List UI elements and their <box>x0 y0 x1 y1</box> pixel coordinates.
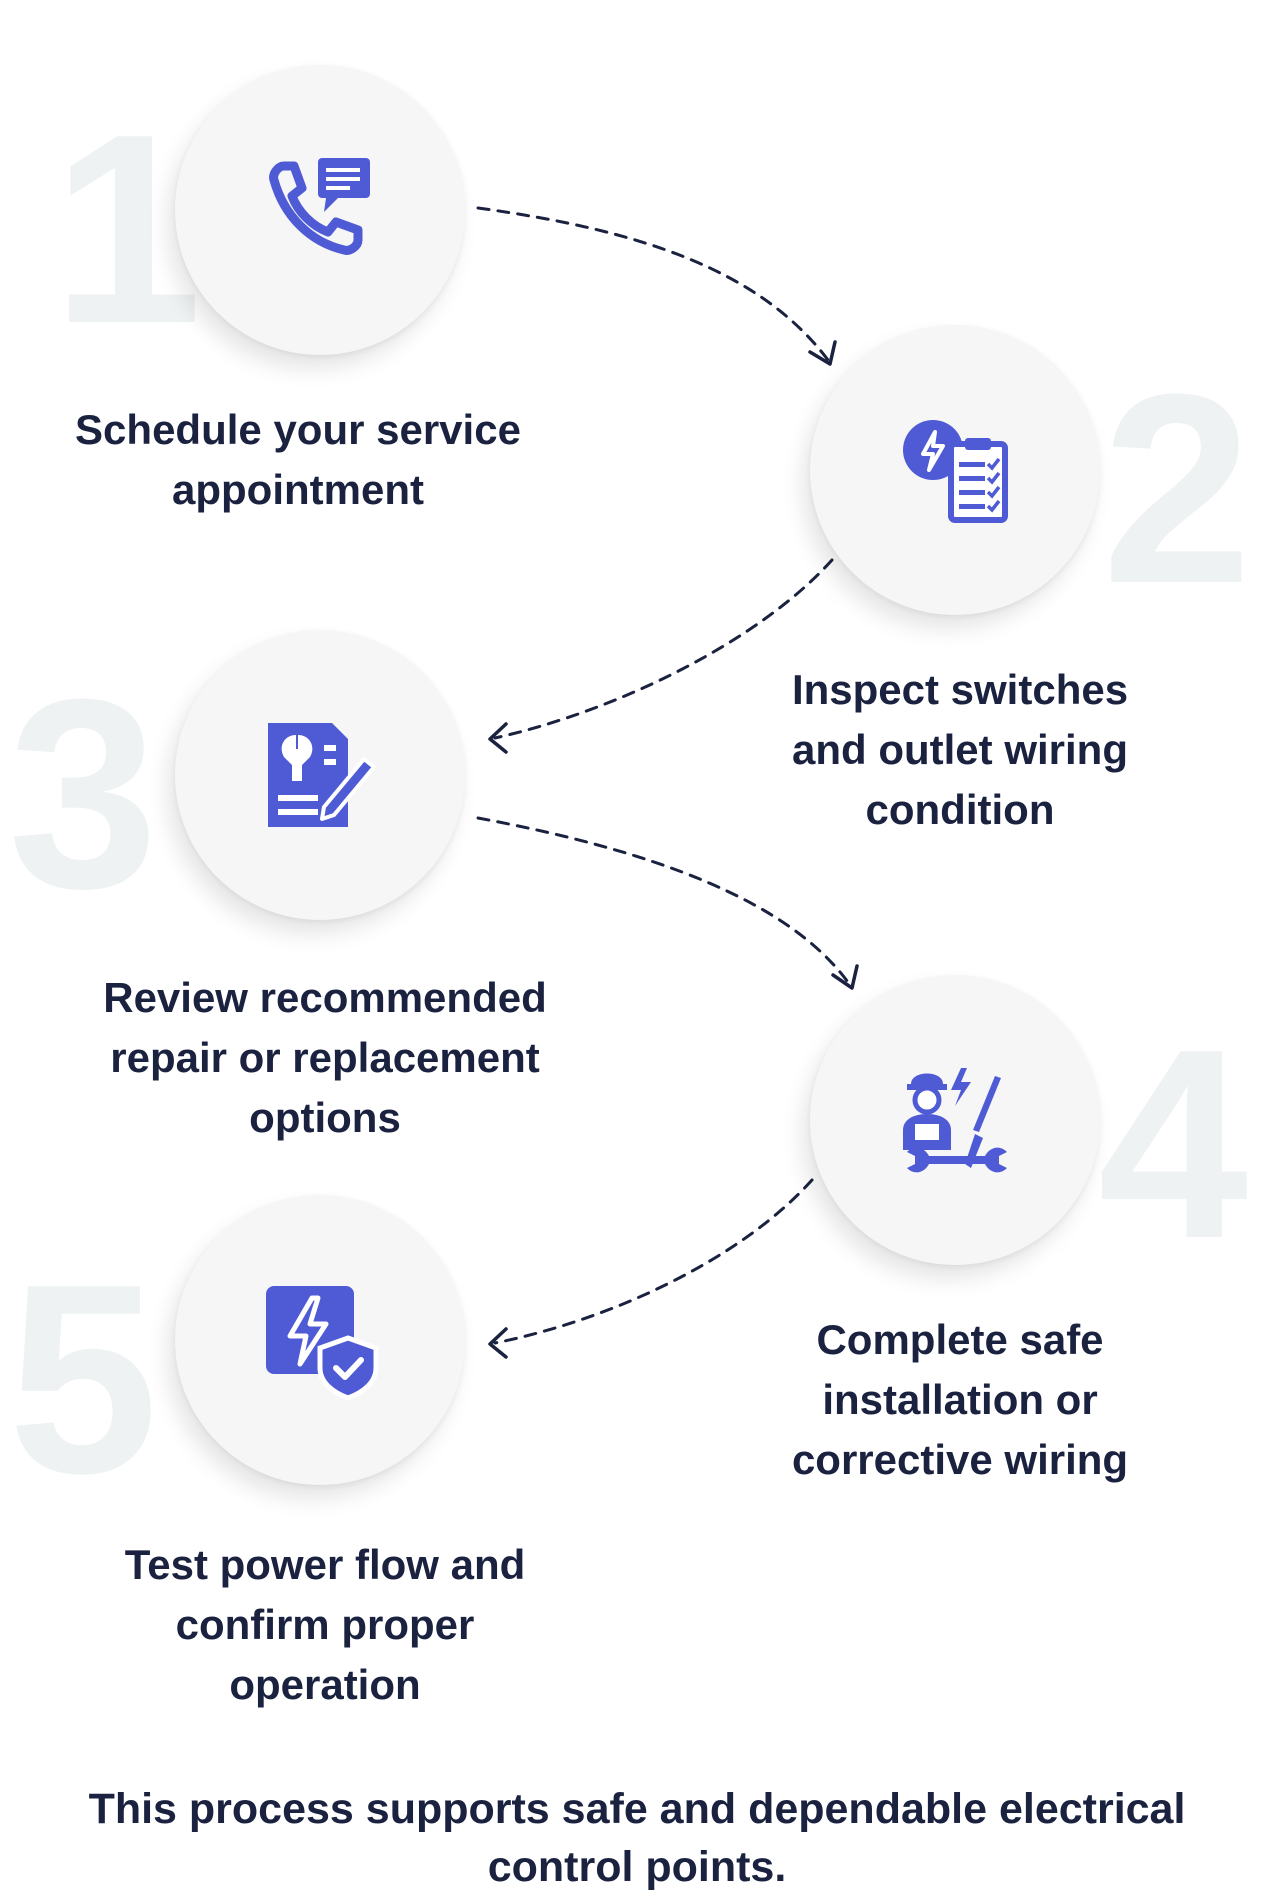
arrow-3-to-4 <box>476 816 852 987</box>
step-1-label: Schedule your service appointment <box>75 406 521 513</box>
phone-chat-icon <box>269 158 370 255</box>
step-2-label: Inspect switches and outlet wiring condi… <box>791 666 1129 833</box>
arrowhead-5 <box>488 1327 508 1359</box>
arrowhead-2 <box>808 340 837 366</box>
arrow-4-to-5 <box>493 1178 814 1345</box>
electric-shield-icon <box>266 1286 379 1400</box>
step-3-circle <box>175 630 465 920</box>
arrowhead-3 <box>488 722 508 754</box>
arrow-2-to-3 <box>493 558 834 740</box>
repair-document-icon <box>268 723 376 827</box>
step-4-circle <box>810 975 1100 1265</box>
footer-text: This process supports safe and dependabl… <box>88 1785 1186 1891</box>
electrician-tools-icon <box>903 1068 1007 1173</box>
step-2-circle <box>810 325 1100 615</box>
electric-inspection-clipboard-icon <box>903 420 1008 523</box>
step-4-label: Complete safe installation or corrective… <box>791 1316 1129 1483</box>
step-number-2: 2 <box>1102 339 1252 640</box>
step-number-4: 4 <box>1098 994 1248 1295</box>
step-1-circle <box>175 65 465 355</box>
arrow-1-to-2 <box>476 206 830 362</box>
step-number-3: 3 <box>8 644 158 945</box>
step-number-5: 5 <box>8 1229 158 1530</box>
arrowhead-4 <box>831 964 859 990</box>
step-3-label: Review recommended repair or replacement… <box>103 974 547 1141</box>
step-5-label: Test power flow and confirm proper opera… <box>124 1541 526 1708</box>
step-5-circle <box>175 1195 465 1485</box>
